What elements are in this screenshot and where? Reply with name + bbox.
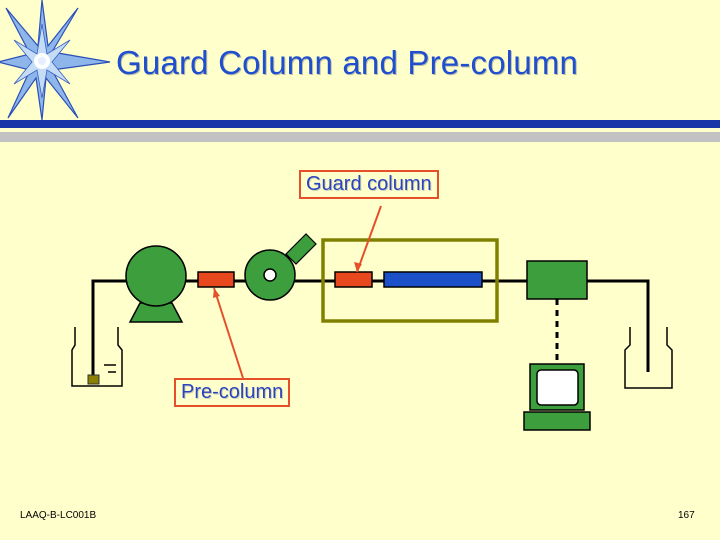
title-band-blue	[0, 120, 720, 128]
pre-callout-pointer	[213, 287, 244, 379]
pre-column-label: Pre-column	[174, 378, 291, 407]
pre-column	[197, 271, 235, 288]
guard-callout-pointer	[356, 205, 382, 273]
guard-column	[334, 271, 373, 288]
detector-icon	[526, 260, 588, 300]
title-band-gray	[0, 132, 720, 142]
injector-icon	[244, 233, 317, 301]
guard-callout-arrowhead	[354, 262, 362, 272]
computer-icon	[523, 363, 591, 431]
flow-line	[91, 279, 650, 380]
waste-bottle-icon	[624, 327, 673, 389]
page-number: 167	[678, 510, 695, 521]
star-logo-icon	[0, 0, 111, 121]
slide-title: Guard Column and Pre-column	[116, 44, 579, 81]
footer-code: LAAQ-B-LC001B	[20, 510, 97, 521]
analytical-column	[383, 271, 483, 288]
pre-callout-arrowhead	[213, 288, 220, 298]
solvent-bottle-icon	[71, 327, 123, 387]
guard-highlight-box	[321, 238, 499, 323]
pump-icon	[125, 245, 187, 323]
guard-column-label: Guard column	[299, 170, 439, 199]
